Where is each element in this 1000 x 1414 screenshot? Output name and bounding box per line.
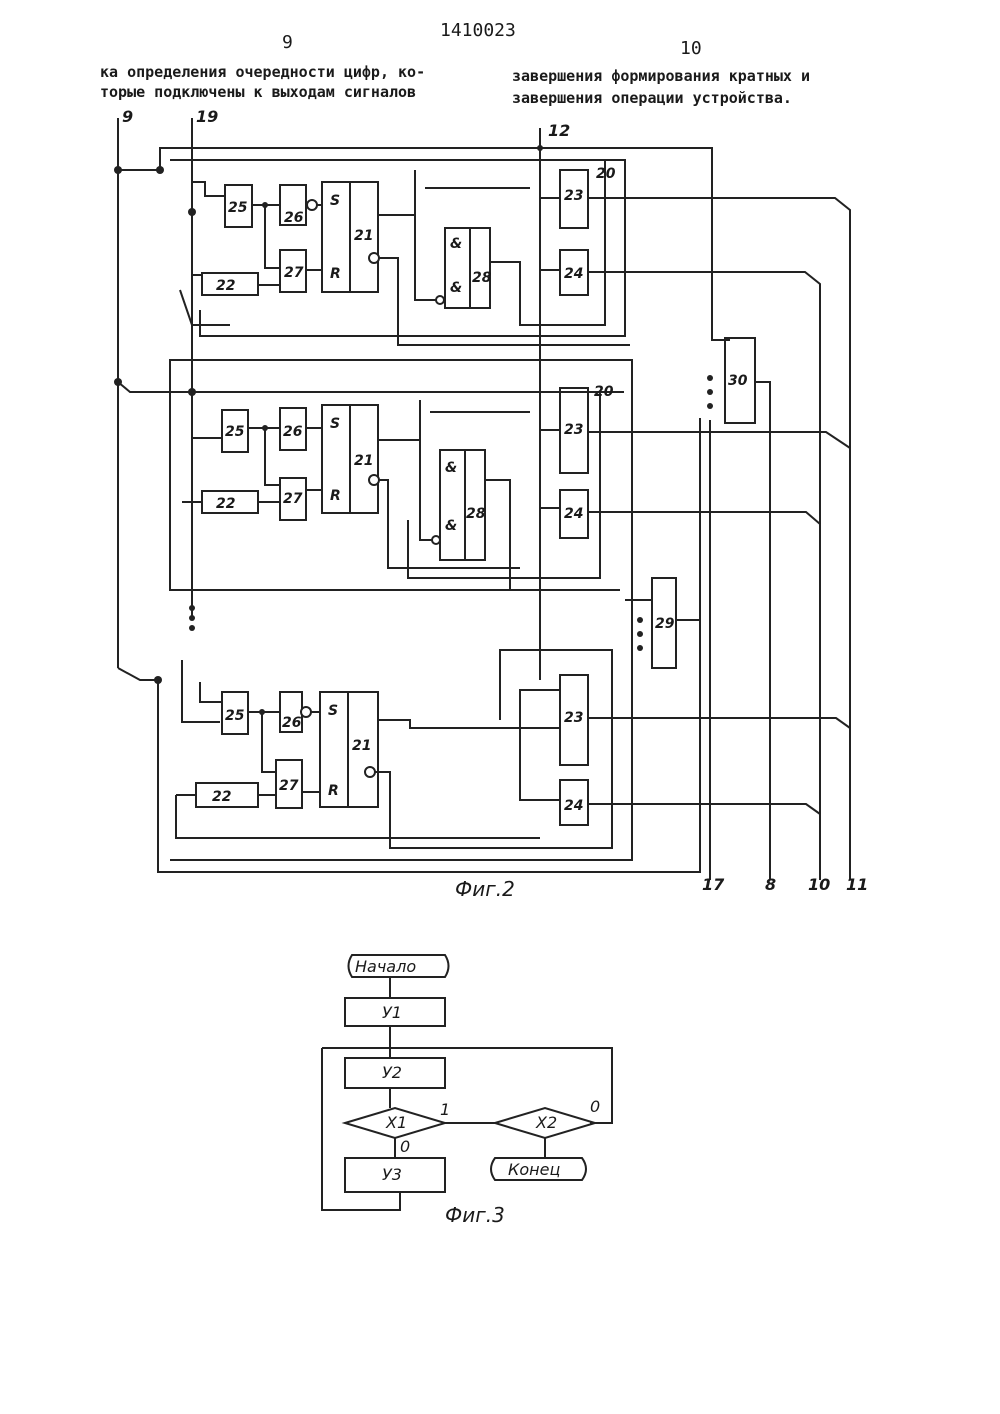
block-23-label: 23 (564, 710, 583, 726)
block-27-label: 27 (279, 778, 299, 794)
trigger-s-label: S (328, 703, 338, 719)
block-24-label: 24 (564, 506, 583, 522)
block-25-label: 25 (225, 424, 245, 440)
block-22-label: 22 (212, 789, 231, 805)
figure-2-circuit-diagram: 9 19 12 17 8 10 11 25 26 27 22 S R 21 & … (0, 0, 1000, 920)
block-29-label: 29 (655, 616, 675, 632)
start-label: Начало (355, 957, 416, 976)
block-28-label: 28 (466, 506, 486, 522)
and-gate-label: & (450, 280, 462, 296)
input-label-9: 9 (122, 107, 133, 126)
and-gate-label: & (445, 518, 457, 534)
and-gate-label: & (450, 236, 462, 252)
block-20-label: 20 (594, 384, 614, 400)
x1-yes-label: 1 (440, 1100, 450, 1119)
figure-2-caption: Фиг.2 (455, 877, 515, 901)
y3-label: У3 (382, 1165, 402, 1184)
block-21-label: 21 (352, 738, 371, 754)
block-21-label: 21 (354, 453, 373, 469)
block-28-label: 28 (472, 270, 492, 286)
block-24-label: 24 (564, 798, 583, 814)
block-22-label: 22 (216, 496, 235, 512)
x1-label: X1 (385, 1113, 407, 1132)
trigger-s-label: S (330, 416, 340, 432)
x2-no-label: 0 (590, 1097, 600, 1116)
block-22-label: 22 (216, 278, 235, 294)
block-26-label: 26 (283, 424, 303, 440)
block-23-label: 23 (564, 422, 583, 438)
end-label: Конец (508, 1160, 560, 1179)
output-label-8: 8 (765, 875, 776, 894)
trigger-r-label: R (330, 266, 341, 282)
trigger-r-label: R (328, 783, 339, 799)
and-gate-label: & (445, 460, 457, 476)
block-23-label: 23 (564, 188, 583, 204)
block-20-label: 20 (596, 166, 616, 182)
block-25-label: 25 (228, 200, 248, 216)
input-label-19: 19 (196, 107, 218, 126)
figure-3-flowchart: Начало У1 У2 X1 X2 1 0 0 У3 Конец Фиг.3 (0, 940, 1000, 1240)
output-label-10: 10 (808, 875, 830, 894)
x1-no-label: 0 (400, 1137, 410, 1156)
block-21-label: 21 (354, 228, 373, 244)
figure-3-caption: Фиг.3 (445, 1203, 505, 1227)
trigger-r-label: R (330, 488, 341, 504)
x2-label: X2 (535, 1113, 557, 1132)
block-30-label: 30 (728, 373, 748, 389)
block-26-label: 26 (282, 715, 302, 731)
block-27-label: 27 (284, 265, 304, 281)
input-label-12: 12 (548, 121, 570, 140)
block-26-label: 26 (284, 210, 304, 226)
y2-label: У2 (382, 1063, 402, 1082)
trigger-s-label: S (330, 193, 340, 209)
output-label-11: 11 (846, 875, 868, 894)
block-24-label: 24 (564, 266, 583, 282)
block-25-label: 25 (225, 708, 245, 724)
y1-label: У1 (382, 1003, 402, 1022)
block-27-label: 27 (283, 491, 303, 507)
output-label-17: 17 (702, 875, 725, 894)
